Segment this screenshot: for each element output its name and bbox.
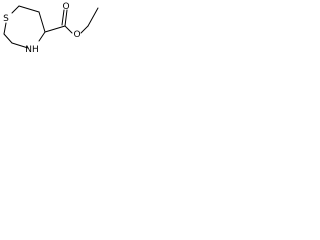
bond-ester-oxygen-ch2 — [80, 25, 89, 34]
bond-c6-s — [3, 22, 7, 35]
bond-carbonyl-double-2 — [61, 9, 65, 26]
ethyl-thiomorpholine-3-carboxylate-structure: S NH O O — [3, 2, 99, 55]
bond-c4-n — [38, 31, 46, 42]
bond-c4-carbonyl-carbon — [44, 25, 66, 33]
bond-c3-c4 — [38, 11, 46, 33]
ester-oxygen-label: O — [73, 30, 80, 40]
bond-carbonyl-double-1 — [64, 9, 68, 27]
carbonyl-oxygen-label: O — [62, 2, 69, 12]
ethyl-ester-group — [44, 7, 99, 34]
atom-labels: S NH O O — [3, 2, 80, 55]
bond-c5-c6 — [3, 33, 13, 44]
amine-atom-label: NH — [25, 45, 39, 55]
bond-s-c2 — [11, 5, 20, 14]
bond-c2-c3 — [18, 5, 40, 13]
bond-carbon-ester-oxygen — [64, 25, 73, 34]
bond-n-c5 — [11, 42, 29, 49]
thiomorpholine-ring — [3, 5, 46, 49]
sulfur-atom-label: S — [3, 14, 9, 24]
bond-ch2-ch3 — [87, 7, 99, 27]
